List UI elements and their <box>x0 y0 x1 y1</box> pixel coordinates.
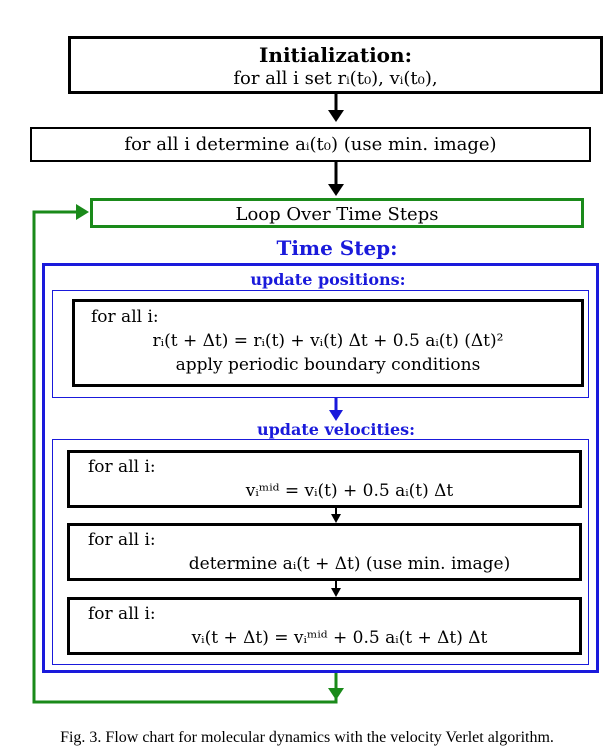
time-step-frame <box>42 263 599 673</box>
loop-back-arrow <box>32 204 344 704</box>
step1-for-all: for all i: <box>88 457 156 477</box>
velocities-step1-box: for all i: vᵢᵐⁱᵈ = vᵢ(t) + 0.5 aᵢ(t) Δt <box>67 450 582 508</box>
arrow-step1-to-step2 <box>331 508 341 523</box>
loop-text: Loop Over Time Steps <box>235 204 439 225</box>
positions-equation: rᵢ(t + Δt) = rᵢ(t) + vᵢ(t) Δt + 0.5 aᵢ(t… <box>152 331 504 351</box>
arrow-accel-to-loop <box>328 162 344 196</box>
positions-note: apply periodic boundary conditions <box>175 355 481 375</box>
update-velocities-header: update velocities: <box>256 420 416 439</box>
update-positions-group <box>52 290 589 398</box>
arrow-positions-to-velocities <box>329 398 343 421</box>
init-box: Initialization: for all i set rᵢ(t₀), vᵢ… <box>68 36 603 94</box>
step3-for-all: for all i: <box>88 604 156 624</box>
update-velocities-group <box>52 439 589 665</box>
positions-for-all: for all i: <box>91 307 159 327</box>
arrow-init-to-accel <box>328 94 344 122</box>
arrow-step2-to-step3 <box>331 581 341 597</box>
step2-for-all: for all i: <box>88 530 156 550</box>
update-positions-header: update positions: <box>250 270 406 289</box>
step1-equation: vᵢᵐⁱᵈ = vᵢ(t) + 0.5 aᵢ(t) Δt <box>245 481 454 501</box>
velocities-step3-box: for all i: vᵢ(t + Δt) = vᵢᵐⁱᵈ + 0.5 aᵢ(t… <box>67 597 582 655</box>
velocities-step2-box: for all i: determine aᵢ(t + Δt) (use min… <box>67 523 582 581</box>
init-line: for all i set rᵢ(t₀), vᵢ(t₀), <box>233 68 438 89</box>
accel-init-text: for all i determine aᵢ(t₀) (use min. ima… <box>124 134 497 155</box>
init-title: Initialization: <box>259 43 412 67</box>
step3-equation: vᵢ(t + Δt) = vᵢᵐⁱᵈ + 0.5 aᵢ(t + Δt) Δt <box>191 628 488 648</box>
accel-init-box: for all i determine aᵢ(t₀) (use min. ima… <box>30 127 591 162</box>
time-step-title: Time Step: <box>276 236 398 260</box>
figure-caption: Fig. 3. Flow chart for molecular dynamic… <box>60 729 554 746</box>
update-positions-box: for all i: rᵢ(t + Δt) = rᵢ(t) + vᵢ(t) Δt… <box>72 299 584 387</box>
step2-equation: determine aᵢ(t + Δt) (use min. image) <box>188 554 511 574</box>
loop-box: Loop Over Time Steps <box>90 198 584 228</box>
